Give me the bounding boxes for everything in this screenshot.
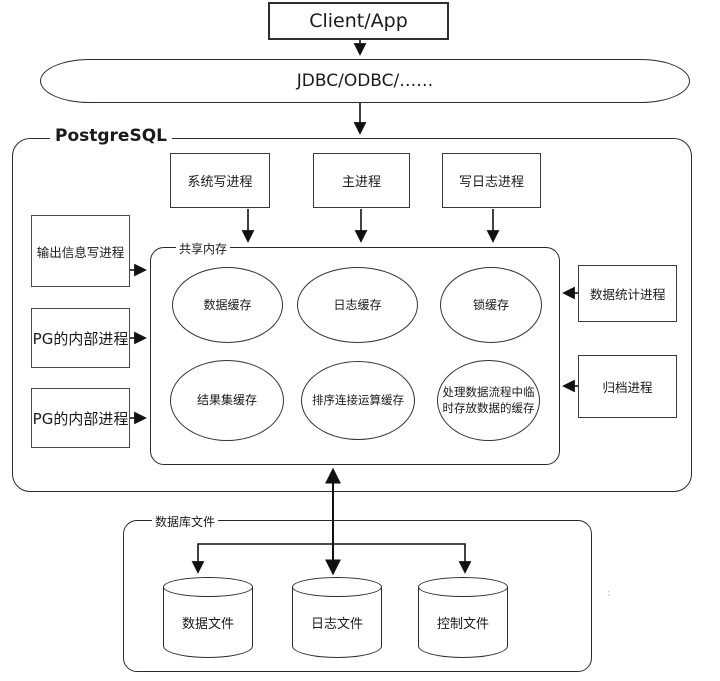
cache-ellipse-temp-data: 处理数据流程中临时存放数据的缓存 <box>437 360 540 441</box>
process-label: PG的内部进程 <box>32 409 129 428</box>
process-box-pg-internal-2: PG的内部进程 <box>31 388 130 448</box>
process-box-system-writer: 系统写进程 <box>170 153 270 208</box>
jdbc-odbc-shape: JDBC/ODBC/…… <box>40 59 690 103</box>
cache-ellipse-data: 数据缓存 <box>172 267 283 343</box>
cylinder-body <box>292 587 382 658</box>
cylinder-top-ellipse <box>418 577 508 597</box>
process-box-archiver: 归档进程 <box>578 355 677 418</box>
shared-memory-group-box <box>150 247 560 465</box>
cylinder-control-file: 控制文件 <box>418 577 508 658</box>
postgresql-group-label: PostgreSQL <box>50 126 172 146</box>
process-label: 主进程 <box>341 175 381 190</box>
file-label: 数据文件 <box>181 617 234 632</box>
cache-ellipse-log: 日志缓存 <box>297 267 418 343</box>
process-label: 写日志进程 <box>458 175 524 190</box>
cache-label: 结果集缓存 <box>196 393 257 408</box>
cache-label: 排序连接运算缓存 <box>312 392 404 407</box>
file-label: 日志文件 <box>310 617 363 632</box>
client-app-label: Client/App <box>309 10 408 32</box>
cylinder-top-ellipse <box>163 577 253 597</box>
process-label: 系统写进程 <box>187 175 253 190</box>
postgresql-group-box <box>12 138 692 492</box>
process-label: 输出信息写进程 <box>36 244 125 260</box>
faint-dots-artifact: : <box>607 588 611 599</box>
process-label: PG的内部进程 <box>32 329 129 348</box>
cylinder-log-file: 日志文件 <box>292 577 382 658</box>
cache-ellipse-resultset: 结果集缓存 <box>170 360 284 441</box>
cylinder-data-file: 数据文件 <box>163 577 253 658</box>
text-caret-artifact <box>664 288 665 299</box>
cache-label: 数据缓存 <box>203 297 252 312</box>
shared-memory-label: 共享内存 <box>176 240 231 257</box>
database-files-label: 数据库文件 <box>152 513 219 530</box>
process-box-pg-internal-1: PG的内部进程 <box>31 308 130 368</box>
cylinder-body <box>418 587 508 658</box>
file-label: 控制文件 <box>436 617 489 632</box>
process-label: 数据统计进程 <box>589 287 665 302</box>
cylinder-body <box>163 587 253 658</box>
process-box-main: 主进程 <box>313 153 410 208</box>
jdbc-odbc-label: JDBC/ODBC/…… <box>296 71 434 91</box>
cylinder-top-ellipse <box>292 577 382 597</box>
process-box-stats-collector: 数据统计进程 <box>578 265 677 322</box>
process-box-output-writer: 输出信息写进程 <box>31 215 130 287</box>
cache-label: 日志缓存 <box>333 297 382 312</box>
database-files-group-box <box>123 520 592 672</box>
cache-ellipse-sort-join: 排序连接运算缓存 <box>301 361 415 440</box>
cache-label: 锁缓存 <box>472 297 509 312</box>
cache-label: 处理数据流程中临时存放数据的缓存 <box>442 384 535 415</box>
process-label: 归档进程 <box>602 380 653 395</box>
process-box-log-writer: 写日志进程 <box>442 153 541 208</box>
client-app-box: Client/App <box>268 2 449 40</box>
cache-ellipse-lock: 锁缓存 <box>440 267 542 343</box>
